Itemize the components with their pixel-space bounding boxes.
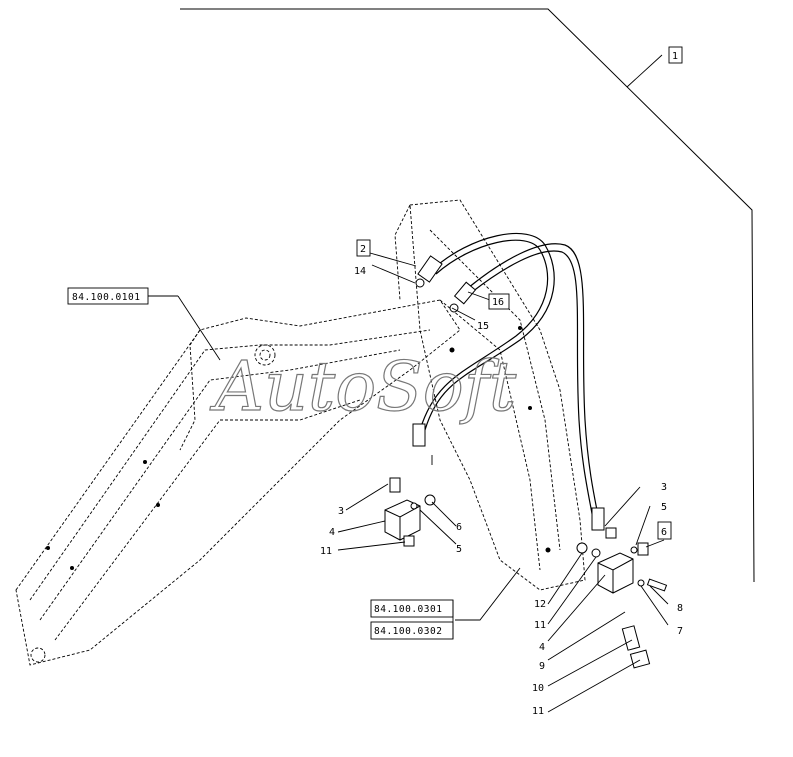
leader-lines	[148, 54, 669, 713]
svg-text:2: 2	[360, 244, 366, 255]
callout-15: 15	[477, 321, 489, 332]
ref-box-boom-a: 84.100.0301	[370, 599, 454, 618]
ref-label-boom-b: 84.100.0302	[374, 626, 442, 637]
hydraulic-hose-a	[419, 232, 555, 431]
hose-fitting-top-a	[412, 255, 605, 531]
boxed-item-hose-b: 16	[488, 293, 510, 310]
right-valve-block	[576, 527, 668, 669]
boom-fasteners	[46, 326, 551, 570]
callout-11-bottom: 11	[532, 706, 544, 717]
arm-outline	[15, 299, 461, 666]
callout-11: 11	[320, 546, 332, 557]
boxed-item-kit: 1	[668, 46, 683, 64]
callout-12: 12	[534, 599, 546, 610]
watermark-text: AutoSoft	[209, 348, 517, 427]
callouts-left: 14 15 3 4 11 6 5	[320, 266, 489, 557]
left-valve-block	[384, 477, 436, 547]
callouts-right: 3 5 12 11 4 9 10 11 8 7	[532, 482, 683, 717]
callout-10: 10	[532, 683, 544, 694]
callout-3: 3	[338, 506, 344, 517]
callout-14: 14	[354, 266, 366, 277]
boxed-item-plug: 6	[657, 521, 672, 540]
svg-text:6: 6	[661, 527, 667, 538]
callout-3-right: 3	[661, 482, 667, 493]
kit-bracket	[180, 8, 755, 583]
callout-8: 8	[677, 603, 683, 614]
hydraulic-hose-b	[467, 243, 601, 526]
callout-4: 4	[329, 527, 335, 538]
boxed-item-hose-a: 2	[356, 239, 371, 257]
boom-outline	[394, 199, 586, 591]
callout-4-right: 4	[539, 642, 545, 653]
callout-5-right: 5	[661, 502, 667, 513]
ref-label-boom-a: 84.100.0301	[374, 604, 442, 615]
callout-5: 5	[456, 544, 462, 555]
callout-9: 9	[539, 661, 545, 672]
callout-11-right: 11	[534, 620, 546, 631]
callout-7: 7	[677, 626, 683, 637]
ref-box-boom-b: 84.100.0302	[370, 621, 454, 640]
ref-box-arm: 84.100.0101	[67, 287, 149, 305]
ref-label-arm: 84.100.0101	[72, 292, 140, 303]
svg-text:16: 16	[492, 297, 504, 308]
svg-text:1: 1	[672, 51, 678, 62]
callout-6: 6	[456, 522, 462, 533]
